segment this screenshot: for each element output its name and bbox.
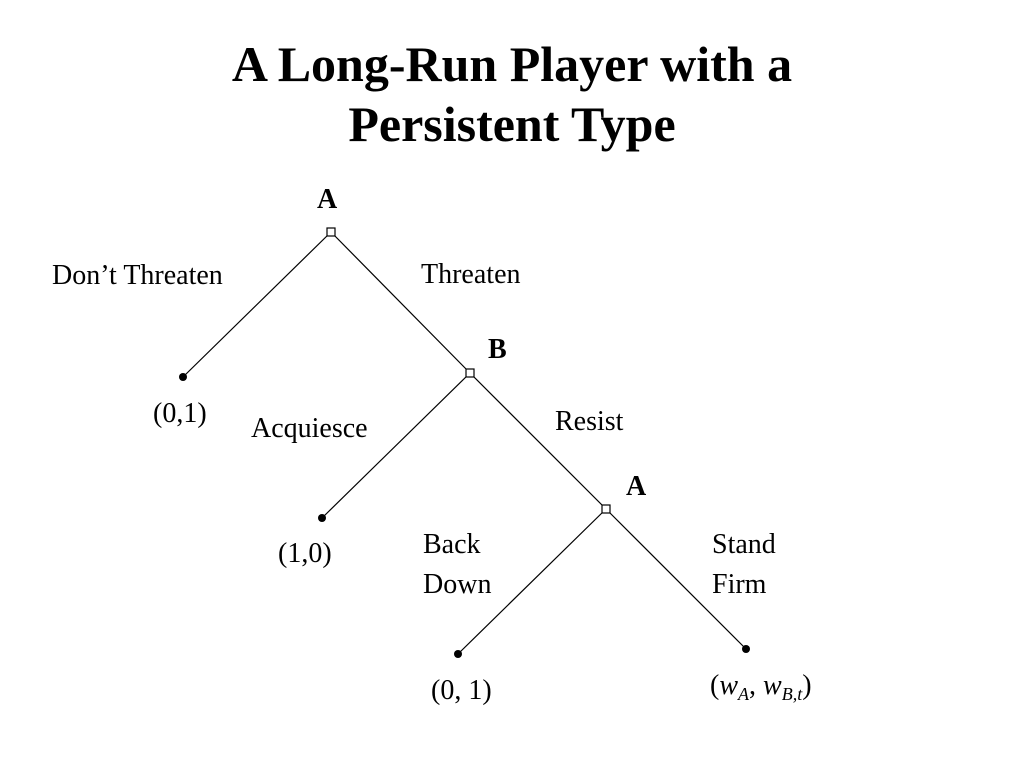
title-line-2: Persistent Type [348, 96, 676, 152]
edge-dont-threaten [182, 231, 332, 378]
terminal-node-back-down [454, 650, 462, 658]
payoff-acquiesce: (1,0) [278, 538, 332, 569]
action-label-acquiesce: Acquiesce [251, 413, 368, 444]
edge-resist [469, 372, 607, 510]
payoff-w-b: w [763, 670, 782, 701]
terminal-node-acquiesce [318, 514, 326, 522]
decision-node-b [465, 368, 475, 378]
title-line-1: A Long-Run Player with a [231, 36, 793, 92]
decision-node-a2 [601, 504, 611, 514]
stand-firm-line-1: Stand [712, 529, 776, 560]
slide-title: A Long-Run Player with a Persistent Type [0, 34, 1024, 154]
action-label-dont-threaten: Don’t Threaten [52, 260, 223, 291]
payoff-subscript-a: A [738, 684, 750, 704]
payoff-subscript-bt: B,t [781, 684, 803, 704]
action-label-stand-firm: Stand Firm [712, 525, 776, 605]
player-label-root: A [317, 184, 338, 215]
action-label-threaten: Threaten [421, 259, 521, 290]
player-label-b: B [488, 334, 507, 365]
payoff-separator: , [749, 670, 764, 701]
edge-threaten [330, 231, 471, 374]
payoff-close-paren: ) [802, 670, 812, 701]
terminal-node-stand-firm [742, 645, 750, 653]
edge-back-down [457, 508, 607, 655]
decision-node-root [326, 227, 336, 237]
stand-firm-line-2: Firm [712, 569, 767, 600]
payoff-w-a: w [719, 670, 739, 701]
back-down-line-1: Back [423, 529, 481, 560]
edge-stand-firm [605, 508, 747, 650]
payoff-open-paren: ( [710, 670, 720, 701]
back-down-line-2: Down [423, 569, 492, 600]
action-label-resist: Resist [555, 406, 624, 437]
payoff-back-down: (0, 1) [431, 675, 492, 706]
edge-acquiesce [321, 372, 471, 519]
payoff-dont-threaten: (0,1) [153, 398, 207, 429]
player-label-a2: A [626, 471, 647, 502]
terminal-node-dont-threaten [179, 373, 187, 381]
action-label-back-down: Back Down [423, 525, 491, 605]
payoff-stand-firm: (wA, wB,t) [710, 666, 812, 714]
